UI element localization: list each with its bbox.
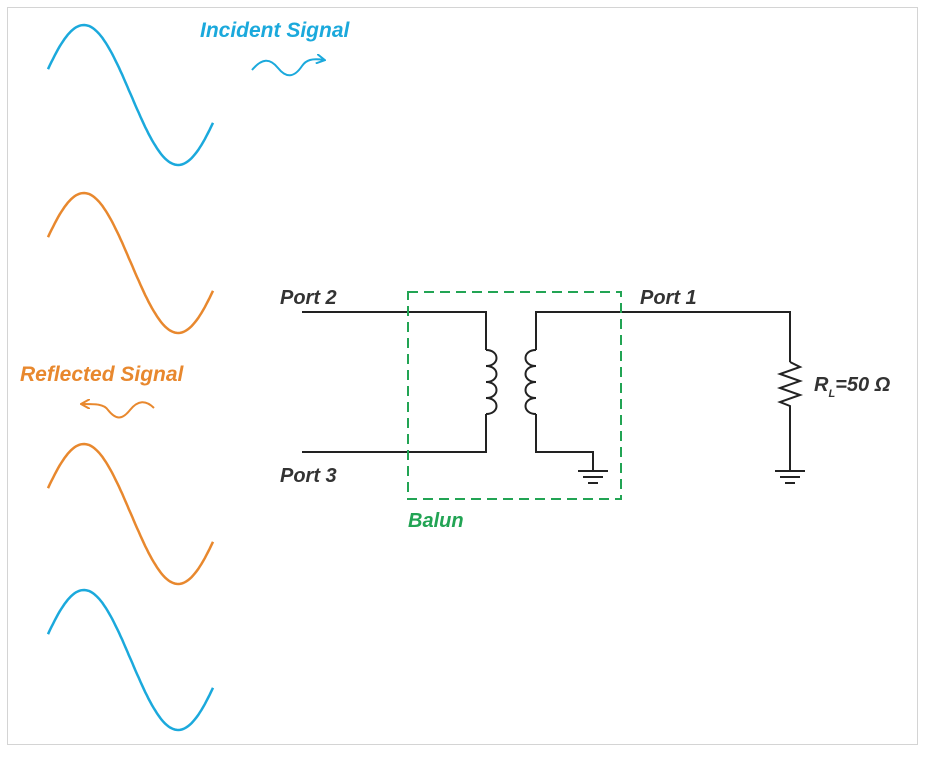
port-2-wire [302, 311, 487, 350]
balun-box [407, 291, 622, 500]
ground-icon [578, 470, 608, 484]
reflected-wave-2 [46, 191, 215, 335]
reflected-arrow-icon [82, 402, 155, 419]
incident-wave-1 [46, 23, 215, 167]
load-resistor-label: RL=50 Ω [814, 374, 891, 400]
reflected-signal-label: Reflected Signal [20, 363, 185, 386]
secondary-coil-icon [524, 349, 537, 415]
port-1-wire [535, 311, 791, 362]
circuit [302, 311, 804, 470]
port-2-label: Port 2 [280, 287, 337, 309]
ground-icon [775, 470, 805, 484]
primary-coil-icon [485, 349, 498, 415]
incident-arrow-icon [251, 59, 324, 77]
secondary-ground-wire [535, 414, 594, 470]
balun-label: Balun [408, 510, 464, 532]
resistor-icon [776, 361, 804, 470]
port-3-wire [302, 414, 487, 453]
port-3-label: Port 3 [280, 465, 337, 487]
signal-waves [46, 23, 215, 732]
diagram-frame [7, 7, 918, 745]
reflected-wave-3 [46, 442, 215, 586]
port-1-label: Port 1 [640, 287, 697, 309]
incident-wave-4 [46, 588, 215, 732]
incident-signal-label: Incident Signal [200, 19, 351, 42]
